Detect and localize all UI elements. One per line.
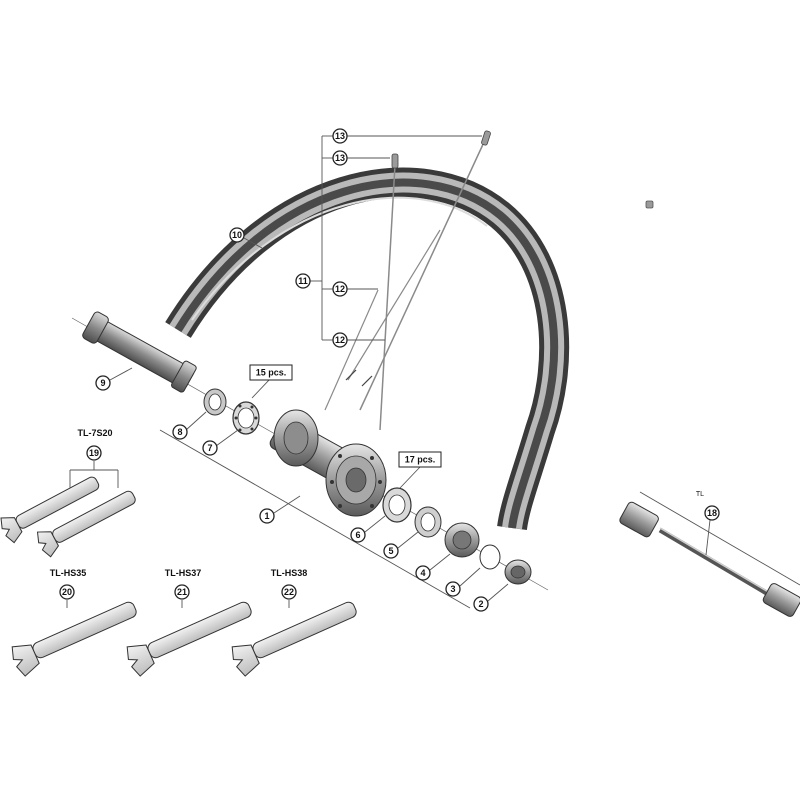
spacer-8 (203, 388, 227, 416)
callout-2: 2 (473, 596, 489, 612)
callout-13a: 13 (332, 128, 348, 144)
leader-lines (66, 135, 711, 608)
svg-text:18: 18 (707, 508, 717, 518)
callout-13b: 13 (332, 150, 348, 166)
hub-wrench-hs35 (11, 601, 137, 677)
rim-valve-hole (645, 200, 654, 209)
svg-text:22: 22 (284, 587, 294, 597)
qty-text-17: 17 pcs. (405, 455, 436, 465)
svg-text:20: 20 (62, 587, 72, 597)
qty-box-17: 17 pcs. (398, 451, 442, 468)
svg-text:4: 4 (420, 568, 425, 578)
thru-axle (619, 491, 800, 617)
svg-text:12: 12 (335, 284, 345, 294)
axle (82, 311, 197, 393)
callout-3: 3 (445, 581, 461, 597)
svg-text:1: 1 (264, 511, 269, 521)
svg-text:2: 2 (478, 599, 483, 609)
qty-box-15: 15 pcs. (249, 364, 293, 381)
cone-4 (444, 522, 480, 558)
svg-text:7: 7 (207, 443, 212, 453)
svg-text:5: 5 (388, 546, 393, 556)
callout-12a: 12 (332, 281, 348, 297)
callout-1: 1 (259, 508, 275, 524)
svg-text:12: 12 (335, 335, 345, 345)
callout-21: 21 (174, 584, 190, 600)
svg-text:10: 10 (232, 230, 242, 240)
spokes (324, 139, 486, 431)
spacer-5 (414, 506, 442, 538)
svg-text:8: 8 (177, 427, 182, 437)
callout-10: 10 (229, 227, 245, 243)
svg-text:21: 21 (177, 587, 187, 597)
hub-wrench-hs38 (231, 601, 357, 677)
callout-5: 5 (383, 543, 399, 559)
svg-text:3: 3 (450, 584, 455, 594)
tool-name-tlhs38: TL-HS38 (271, 568, 308, 578)
callout-8: 8 (172, 424, 188, 440)
callout-9: 9 (95, 375, 111, 391)
qty-text-15: 15 pcs. (256, 368, 287, 378)
tool-name-tl7s20: TL-7S20 (77, 428, 112, 438)
bearing-6 (382, 487, 412, 523)
svg-text:9: 9 (100, 378, 105, 388)
rim (165, 167, 570, 531)
callout-22: 22 (281, 584, 297, 600)
hub-wrench-hs37 (126, 601, 252, 677)
bearing-7 (232, 401, 260, 435)
svg-text:13: 13 (335, 131, 345, 141)
o-ring-3 (479, 544, 501, 570)
svg-text:13: 13 (335, 153, 345, 163)
callout-20: 20 (59, 584, 75, 600)
spoke-nipple-2 (391, 153, 399, 169)
lock-nut-2 (504, 559, 532, 585)
cone-wrench-pair (0, 469, 136, 558)
hub-body (269, 409, 387, 517)
callout-12b: 12 (332, 332, 348, 348)
small-label: TL (696, 491, 704, 498)
callout-18: 18 (704, 505, 720, 521)
tool-name-tlhs35: TL-HS35 (50, 568, 87, 578)
callout-11: 11 (295, 273, 311, 289)
svg-text:6: 6 (355, 530, 360, 540)
tool-name-tlhs37: TL-HS37 (165, 568, 202, 578)
callout-4: 4 (415, 565, 431, 581)
svg-text:19: 19 (89, 448, 99, 458)
callout-19: 19 (86, 445, 102, 461)
callout-6: 6 (350, 527, 366, 543)
svg-text:11: 11 (298, 276, 308, 286)
callout-7: 7 (202, 440, 218, 456)
spoke-nipple-1 (481, 130, 491, 146)
